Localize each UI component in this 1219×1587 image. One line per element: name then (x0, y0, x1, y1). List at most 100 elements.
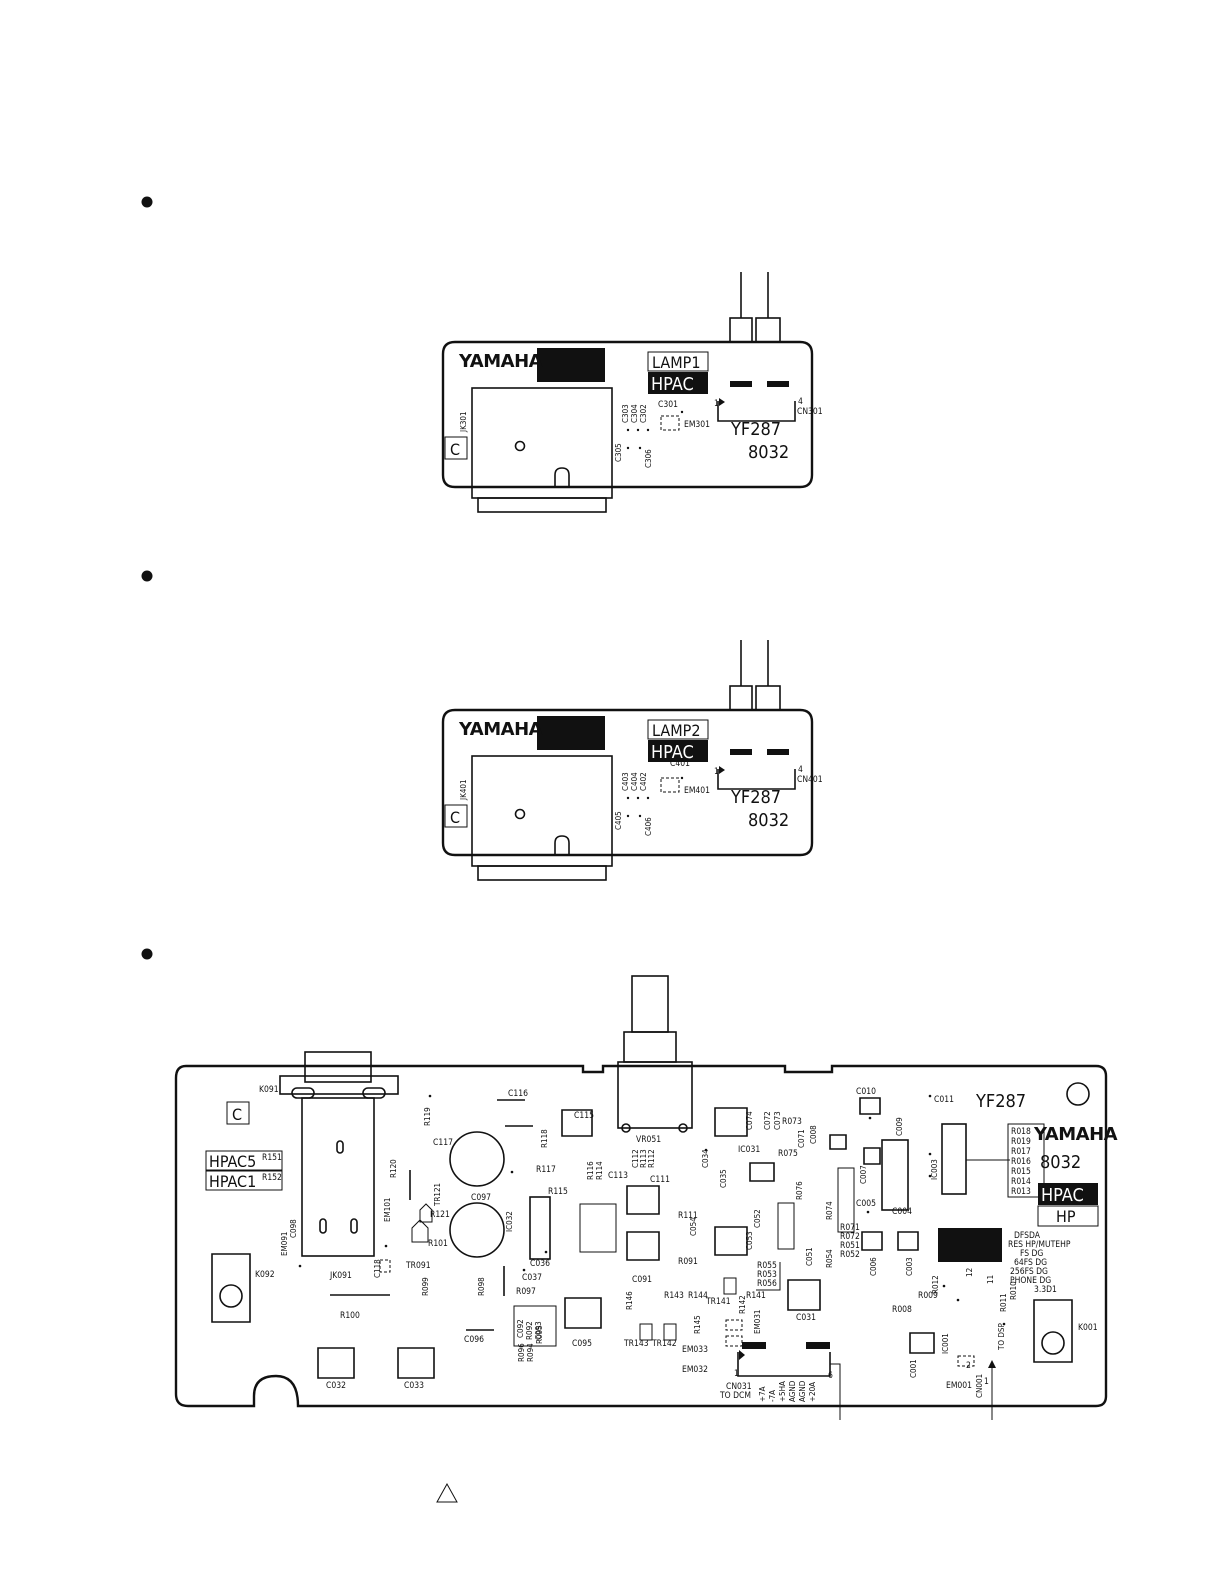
lamp1-corner: C (450, 440, 460, 459)
lamp1-jack-flange (477, 497, 607, 513)
c097-label: C097 (471, 1193, 491, 1203)
hpac1-label: HPAC1 (209, 1172, 256, 1191)
c033-label: C033 (404, 1381, 424, 1391)
c009-label: C009 (895, 1117, 904, 1136)
lamp1-notch (554, 467, 570, 487)
lamp1-logo-block (537, 348, 605, 382)
lamp1-cap-5: C305 (614, 443, 623, 462)
cn031-pin1: 1 (734, 1369, 739, 1379)
c096-label: C096 (464, 1335, 484, 1345)
lamp2-pin-end: 4 (798, 765, 803, 775)
r054-label: R054 (825, 1249, 834, 1268)
dsp-sig-5: PHONE DG (1010, 1276, 1051, 1286)
lamp2-pin-start: 1 (714, 767, 719, 777)
r117-label: R117 (536, 1165, 556, 1175)
tr091-label: TR091 (405, 1261, 431, 1271)
r100-label: R100 (340, 1311, 360, 1321)
lamp2-cap-3: C402 (639, 772, 648, 791)
r152-label: R152 (262, 1173, 282, 1183)
dsp-block (938, 1228, 1002, 1262)
lamp2-tag-box (647, 719, 709, 740)
lamp1-emi: EM301 (684, 420, 710, 430)
lamp1-jack-label: JK301 (459, 411, 468, 433)
hp-outline (174, 1064, 1108, 1408)
c007-label: C007 (859, 1165, 868, 1184)
cn031-pin-c: +5HA (778, 1381, 787, 1402)
r096-label: R096 (517, 1343, 526, 1362)
lamp1-cap-2: C304 (630, 404, 639, 423)
lamp2-code: 8032 (748, 810, 789, 831)
lamp2-wire-plug-b (755, 685, 781, 711)
lamp1-cap-4: C301 (658, 400, 678, 410)
lamp2-brand: YAMAHA (458, 719, 543, 740)
r115-label: R115 (548, 1187, 568, 1197)
em032-label: EM032 (682, 1365, 708, 1375)
c052-label: C052 (753, 1209, 762, 1228)
c053-label: C053 (745, 1231, 754, 1250)
em031-label: EM031 (753, 1310, 762, 1335)
lamp1-emi-outline (660, 415, 680, 431)
ic001-label: IC001 (941, 1333, 950, 1354)
vr051-shaft (631, 975, 669, 1033)
tr143-label: TR143 (623, 1339, 649, 1349)
c010-label: C010 (856, 1087, 876, 1097)
lamp1-brand: YAMAHA (458, 351, 543, 372)
c113-label: C113 (608, 1171, 628, 1181)
tr142-outline (663, 1323, 677, 1341)
hp-hpac-box (1038, 1183, 1098, 1205)
hp-mount-hole (1066, 1082, 1090, 1106)
em033-label: EM033 (682, 1345, 708, 1355)
lamp1-hole (514, 440, 526, 452)
lamp2-outline (441, 708, 814, 857)
dsp-sig-2: FS DG (1020, 1249, 1043, 1259)
r143-label: R143 (664, 1291, 684, 1301)
lamp2-pin1-arrow (719, 766, 725, 774)
k092-lug (211, 1253, 251, 1323)
lamp1-connector-outline (717, 401, 796, 422)
lamp2-hpac-box (648, 740, 708, 762)
vr051-body (617, 1061, 693, 1129)
c008-label: C008 (809, 1125, 818, 1144)
r11x-network (579, 1203, 617, 1253)
r05x-network (777, 1202, 795, 1250)
dsp-sig-1: RES HP/MUTEHP (1008, 1240, 1071, 1250)
r119-label: R119 (423, 1107, 432, 1126)
c117-cap (449, 1131, 505, 1187)
r114-label: R114 (595, 1161, 604, 1180)
tr141-outline (723, 1277, 737, 1295)
lamp2-corner: C (450, 808, 460, 827)
c051-label: C051 (805, 1247, 814, 1266)
r101-label: R101 (428, 1239, 448, 1249)
lamp2-cap-6: C406 (644, 817, 653, 836)
lamp1-outline (441, 340, 814, 489)
c004-label: C004 (892, 1207, 912, 1217)
lamp1-solder-dots (626, 410, 684, 450)
ic031-label: IC031 (738, 1145, 760, 1155)
cn001-label: CN001 (975, 1374, 984, 1398)
lamp1-connector-label: CN301 (797, 407, 823, 417)
bank-r056: R056 (757, 1279, 777, 1289)
k091-label: K091 (259, 1085, 279, 1095)
c093-label: C093 (534, 1321, 543, 1340)
lamp2-notch (554, 835, 570, 855)
jk091-pin-left (319, 1218, 327, 1234)
lamp1-cap-3: C302 (639, 404, 648, 423)
cn001-pin1: 1 (984, 1377, 989, 1387)
lamp2-jack-label: JK401 (459, 779, 468, 801)
lamp1-pad-4 (767, 381, 789, 387)
cn031-pin-a: +7A (758, 1386, 767, 1402)
lamp2-logo-block (537, 716, 605, 750)
c031-label: C031 (796, 1313, 816, 1323)
r094-label: R094 (526, 1343, 535, 1362)
resistor-bank-box (1007, 1123, 1045, 1198)
bank-r071: R071 (840, 1223, 860, 1233)
r073-label: R073 (782, 1117, 802, 1127)
r092-label: R092 (525, 1321, 534, 1340)
c118-label: C118 (373, 1259, 382, 1278)
hp-solder-dots (298, 1094, 1006, 1326)
c072-label: C072 (763, 1111, 772, 1130)
r097-label: R097 (516, 1287, 536, 1297)
bank-r015: R015 (1011, 1167, 1031, 1177)
r011-label: R011 (999, 1293, 1008, 1312)
lamp2-connector-label: CN401 (797, 775, 823, 785)
